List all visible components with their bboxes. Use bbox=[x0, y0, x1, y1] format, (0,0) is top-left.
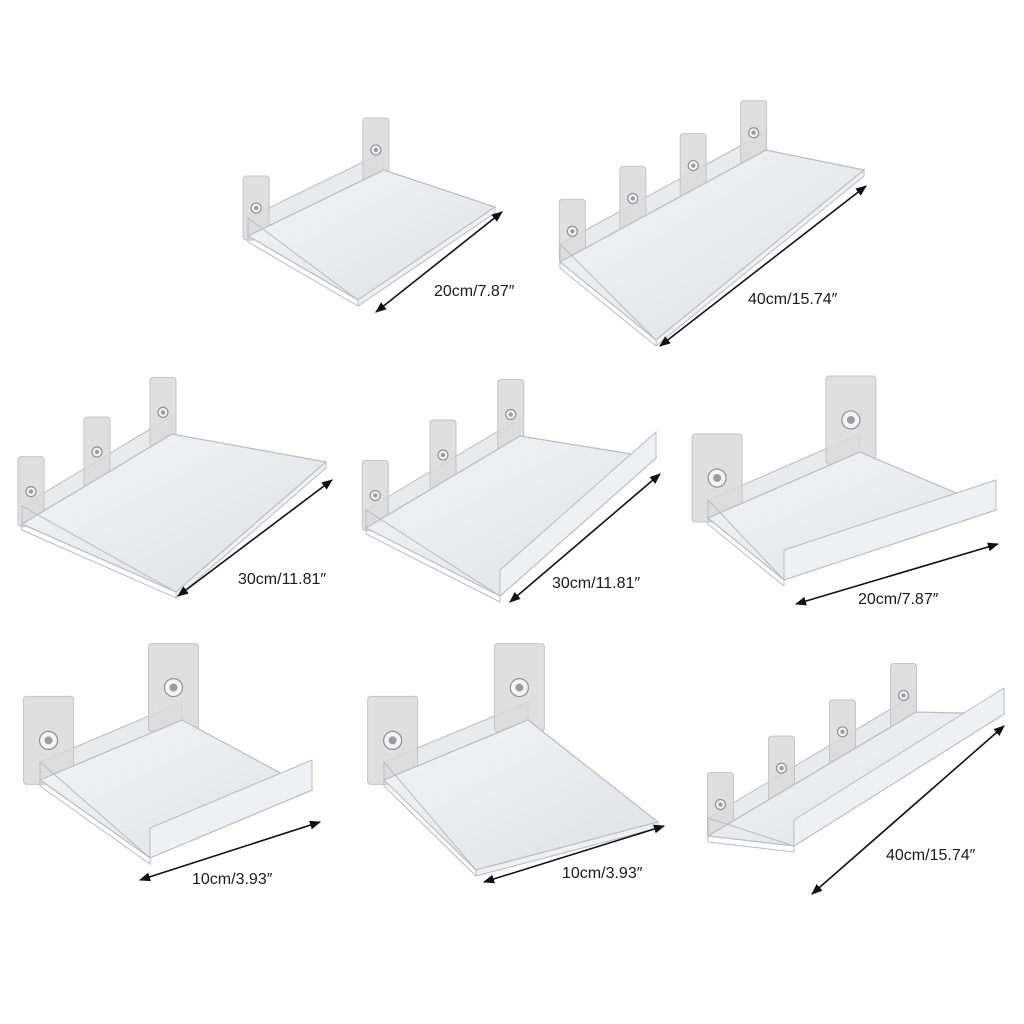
shelf-group bbox=[17, 100, 1007, 878]
shelf-plate bbox=[20, 433, 328, 593]
screw-head-icon bbox=[388, 736, 397, 745]
side-edge bbox=[365, 509, 501, 603]
screw-head-icon bbox=[751, 130, 756, 135]
dimension-arrow bbox=[794, 542, 1000, 606]
mounting-pad bbox=[691, 433, 743, 523]
screw-head-icon bbox=[901, 693, 906, 698]
side-edge bbox=[707, 817, 795, 853]
mounting-pad bbox=[706, 772, 734, 838]
side-edge bbox=[39, 760, 151, 865]
mounting-pad bbox=[890, 662, 918, 728]
screw-head-icon bbox=[630, 196, 635, 201]
mounting-pad bbox=[558, 198, 586, 264]
screw-head-icon bbox=[28, 489, 34, 494]
shelf-plate bbox=[382, 719, 660, 871]
screw-head-icon bbox=[779, 765, 784, 771]
screw-head-icon bbox=[515, 683, 524, 692]
screw-head-icon bbox=[840, 729, 845, 735]
screw-head-icon bbox=[570, 229, 575, 234]
screw-head-icon bbox=[508, 412, 513, 417]
screw-head-icon bbox=[713, 474, 722, 483]
screw-head-icon bbox=[373, 147, 379, 153]
screw-head-icon bbox=[691, 163, 696, 168]
shelf-item-4 bbox=[361, 379, 658, 603]
dimension-arrow bbox=[482, 824, 666, 884]
size-label: 20cm/7.87″ bbox=[434, 283, 515, 300]
screw-head-icon bbox=[169, 683, 178, 692]
size-label: 20cm/7.87″ bbox=[858, 591, 939, 608]
screw-head-icon bbox=[846, 415, 855, 424]
mounting-pad bbox=[242, 175, 270, 241]
screw-head-icon bbox=[44, 736, 53, 745]
dimension-arrow bbox=[811, 725, 1005, 895]
side-edge bbox=[247, 217, 359, 307]
screw-head-icon bbox=[160, 410, 166, 415]
mounting-pad bbox=[147, 643, 199, 733]
mounting-pad bbox=[149, 376, 177, 448]
dimension-arrow bbox=[375, 211, 503, 313]
dimension-arrow bbox=[177, 479, 333, 597]
mounting-pad bbox=[361, 459, 389, 531]
dimension-arrow bbox=[659, 185, 867, 347]
size-label: 10cm/3.93″ bbox=[192, 871, 273, 888]
screw-head-icon bbox=[373, 493, 378, 498]
dimension-arrow bbox=[138, 820, 322, 882]
side-edge bbox=[707, 498, 785, 588]
size-label: 40cm/15.74″ bbox=[748, 291, 838, 308]
mounting-pad bbox=[740, 100, 768, 166]
mounting-pad bbox=[493, 643, 545, 733]
size-label: 10cm/3.93″ bbox=[562, 865, 643, 882]
mounting-pad bbox=[767, 735, 795, 801]
screw-head-icon bbox=[94, 449, 100, 455]
mounting-pad bbox=[825, 375, 877, 465]
side-edge bbox=[21, 505, 177, 599]
shelf-item-8 bbox=[706, 662, 1007, 853]
size-label: 40cm/15.74″ bbox=[886, 847, 976, 864]
shelf-item-3 bbox=[17, 376, 328, 600]
side-edge bbox=[383, 760, 477, 878]
side-edge bbox=[559, 242, 657, 348]
shelf-item-6 bbox=[23, 643, 314, 865]
mounting-pad bbox=[679, 133, 707, 199]
screw-head-icon bbox=[718, 802, 723, 807]
size-label: 30cm/11.81″ bbox=[552, 575, 640, 592]
screw-head-icon bbox=[253, 205, 259, 211]
screw-head-icon bbox=[440, 452, 446, 458]
dimension-arrow bbox=[509, 473, 661, 603]
shelf-item-5 bbox=[691, 375, 998, 588]
size-label: 30cm/11.81″ bbox=[238, 571, 326, 588]
label-group: 20cm/7.87″ 40cm/15.74″ 30cm/11.81″ 30cm/11.… bbox=[138, 185, 1005, 895]
shelf-item-1 bbox=[242, 117, 497, 307]
